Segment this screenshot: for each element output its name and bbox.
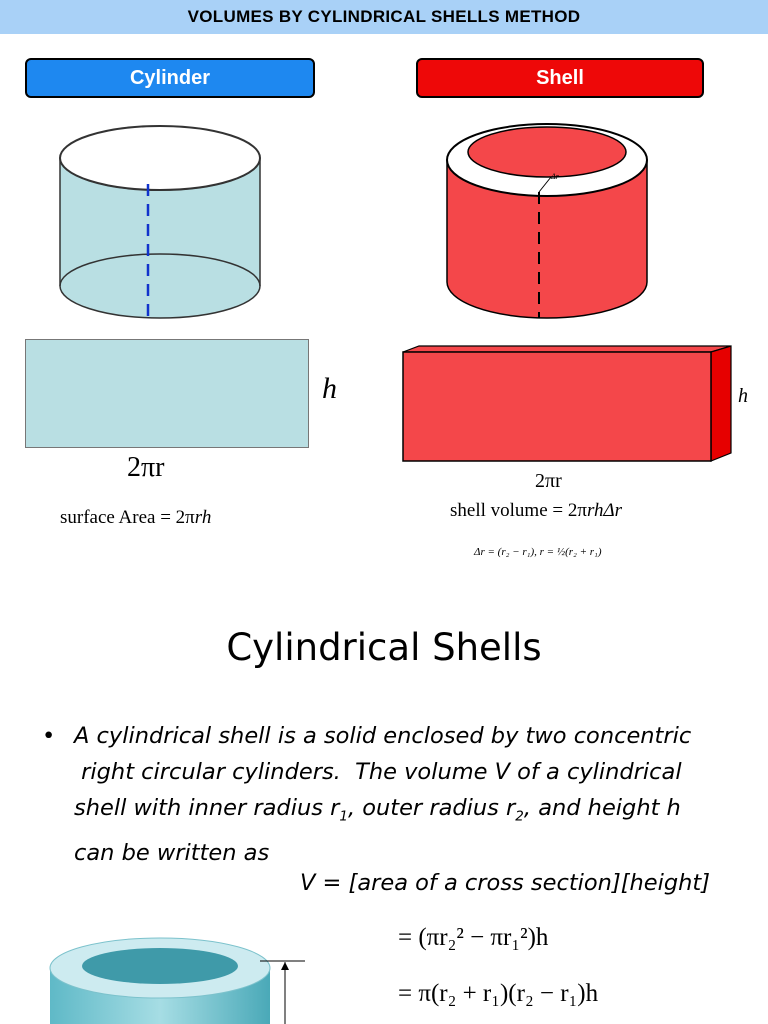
cylinder-diagram (59, 125, 261, 319)
shell-circumference-label: 2πr (535, 470, 562, 492)
page-banner: VOLUMES BY CYLINDRICAL SHELLS METHOD (0, 0, 768, 34)
paragraph-line-2: right circular cylinders. The volume V o… (74, 759, 682, 785)
delta-r-formula: Δr = (r₂ − r₁), r = ½(r₂ + r₁) (474, 546, 602, 558)
bullet-dot: • (42, 723, 56, 749)
shell-diagram (446, 123, 648, 319)
shell-volume-formula: shell volume = 2πrhΔr (450, 500, 623, 521)
teal-shell-image (49, 937, 271, 1024)
volume-definition: V = [area of a cross section][height] (300, 870, 710, 896)
shell-button[interactable]: Shell (416, 58, 704, 98)
section-title: Cylindrical Shells (226, 626, 542, 669)
delta-r-tag: Δr (551, 172, 559, 181)
paragraph-line-1: A cylindrical shell is a solid enclosed … (74, 723, 692, 749)
shell-height-label: h (738, 385, 748, 407)
height-arrow (260, 960, 305, 1024)
paragraph-line-3: shell with inner radius r1, outer radius… (74, 795, 681, 825)
circumference-label: 2πr (127, 452, 165, 483)
equation-2: = π(r₂ + r₁)(r₂ − r₁)h (398, 980, 599, 1007)
shell-slab (402, 345, 732, 462)
paragraph-line-4: can be written as (74, 839, 270, 866)
surface-area-formula: surface Area = 2πrh (60, 507, 212, 528)
cylinder-button[interactable]: Cylinder (25, 58, 315, 98)
unrolled-rectangle (25, 339, 309, 448)
height-label: h (322, 372, 337, 405)
equation-1: = (πr₂² − πr₁²)h (398, 924, 549, 951)
